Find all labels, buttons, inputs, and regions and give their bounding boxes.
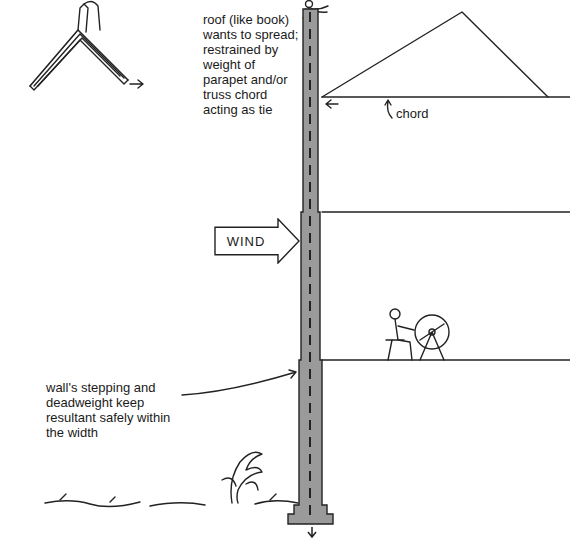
annotation: chord <box>396 106 456 121</box>
wind-arrow: WIND <box>214 218 300 264</box>
arrow-label: WIND <box>214 234 278 249</box>
arrow-shape <box>215 219 299 263</box>
annotation: roof (like book) wants to spread; restra… <box>203 12 299 117</box>
annotation: wall's stepping and deadweight keep resu… <box>46 380 178 440</box>
